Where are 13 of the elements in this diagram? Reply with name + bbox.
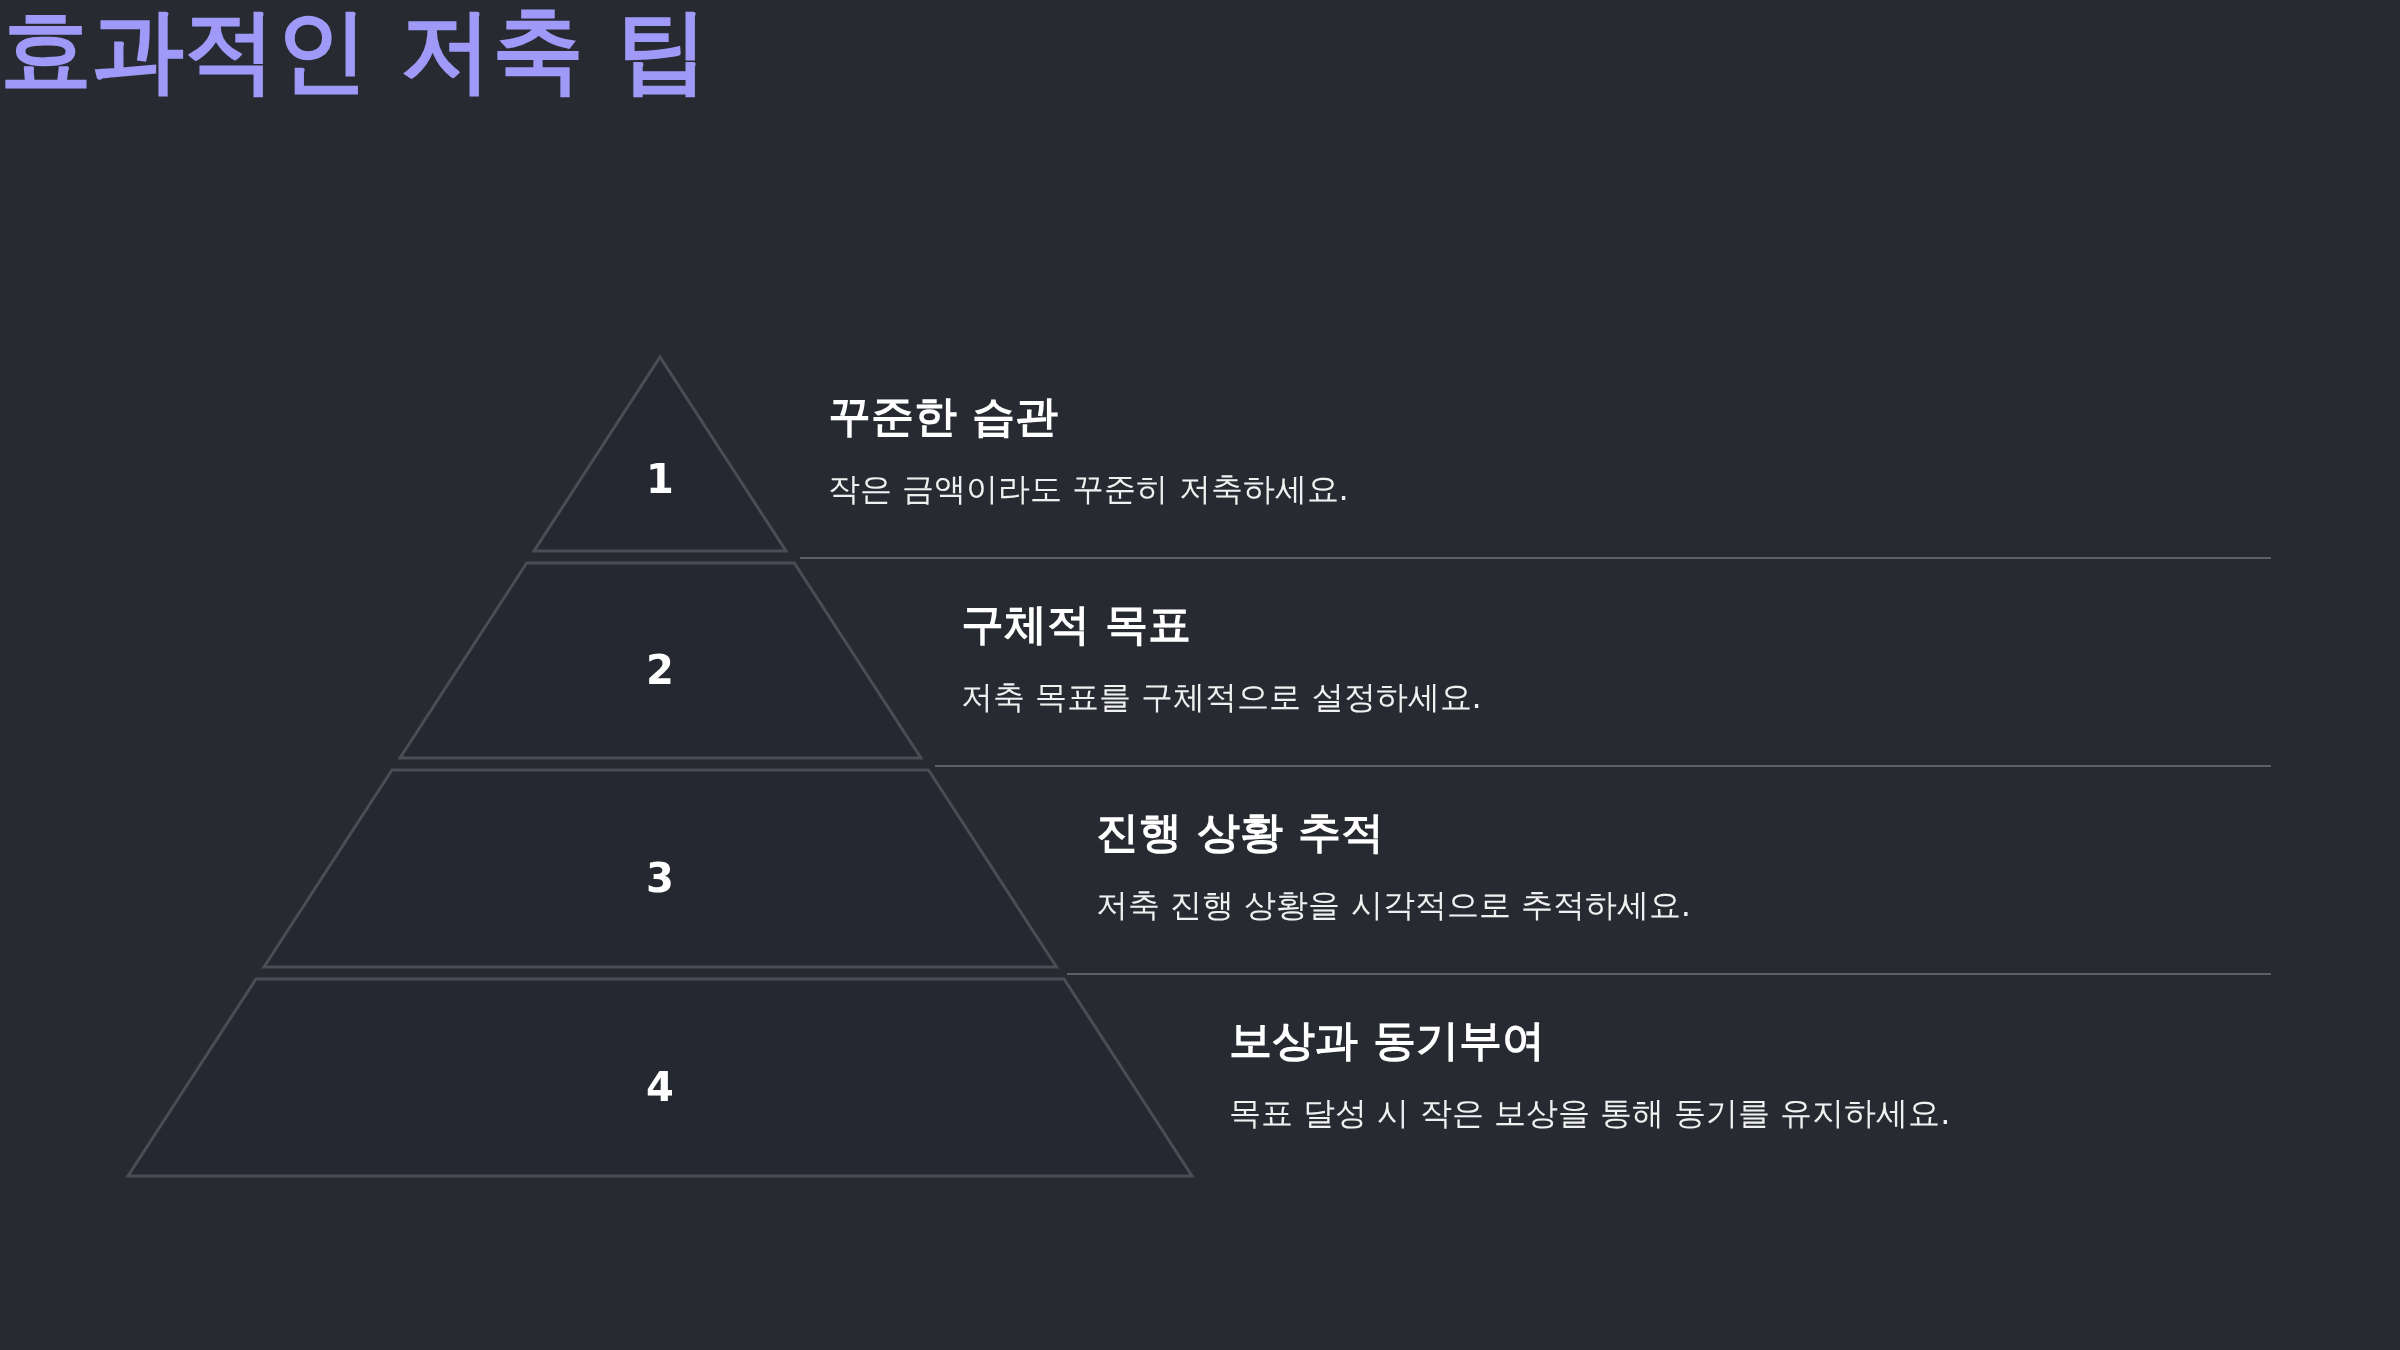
tier-number: 1: [646, 459, 674, 500]
tip-description: 저축 진행 상황을 시각적으로 추적하세요.: [1096, 888, 1691, 924]
tip-heading: 꾸준한 습관: [828, 393, 1058, 441]
tip-description: 작은 금액이라도 꾸준히 저축하세요.: [828, 472, 1349, 508]
tier-number: 4: [646, 1067, 674, 1108]
tip-description: 저축 목표를 구체적으로 설정하세요.: [961, 680, 1482, 716]
tip-heading: 구체적 목표: [961, 601, 1191, 649]
tier-number: 2: [646, 650, 674, 691]
tip-description: 목표 달성 시 작은 보상을 통해 동기를 유지하세요.: [1229, 1096, 1951, 1132]
tip-heading: 진행 상황 추적: [1096, 809, 1384, 857]
tip-heading: 보상과 동기부여: [1229, 1017, 1545, 1065]
slide-title: 효과적인 저축 팁: [0, 0, 710, 102]
tier-number: 3: [646, 858, 674, 899]
